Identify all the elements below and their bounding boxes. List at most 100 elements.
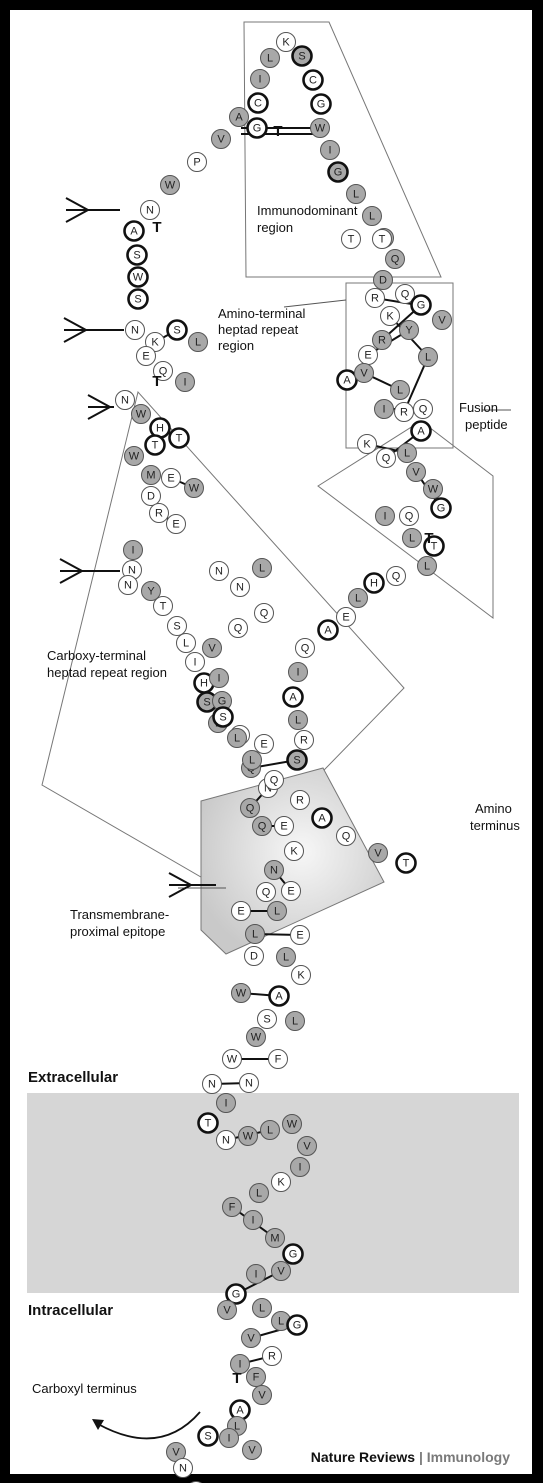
- amino-acid-residue: S: [288, 751, 307, 770]
- amino-acid-residue: R: [291, 791, 310, 810]
- amino-acid-residue: L: [246, 925, 265, 944]
- amino-acid-residue: R: [373, 331, 392, 350]
- residue-letter: Q: [419, 404, 428, 416]
- residue-letter: R: [400, 407, 408, 419]
- amino-acid-residue: G: [412, 296, 431, 315]
- residue-letter: V: [217, 134, 225, 146]
- amino-acid-residue: L: [177, 634, 196, 653]
- residue-letter: V: [412, 467, 420, 479]
- amino-acid-residue: C: [304, 71, 323, 90]
- amino-acid-residue: I: [124, 541, 143, 560]
- amino-acid-residue: G: [288, 1316, 307, 1335]
- amino-acid-residue: T: [342, 230, 361, 249]
- residue-letter: W: [165, 180, 176, 192]
- amino-acid-residue: A: [270, 987, 289, 1006]
- amino-acid-residue: L: [363, 207, 382, 226]
- residue-letter: C: [309, 75, 317, 87]
- residue-letter: Q: [234, 623, 243, 635]
- residue-letter: V: [258, 1390, 266, 1402]
- amino-acid-residue: K: [285, 842, 304, 861]
- residue-letter: S: [133, 250, 140, 262]
- amino-acid-residue: K: [381, 307, 400, 326]
- amino-acid-residue: Q: [386, 250, 405, 269]
- amino-acid-residue: S: [199, 1427, 218, 1446]
- amino-acid-residue: E: [232, 902, 251, 921]
- amino-acid-residue: Q: [229, 619, 248, 638]
- amino-acid-residue: V: [433, 311, 452, 330]
- residue-letter: H: [200, 678, 208, 690]
- t-marker: T: [152, 219, 161, 236]
- t-marker: T: [232, 1370, 241, 1387]
- residue-letter: L: [424, 561, 430, 573]
- amino-acid-residue: L: [189, 333, 208, 352]
- amino-acid-residue: V: [253, 1386, 272, 1405]
- arrow-head-icon: [92, 1419, 104, 1430]
- amino-acid-residue: Q: [255, 604, 274, 623]
- amino-acid-residue: C: [249, 94, 268, 113]
- carboxyl-terminus-arrow: [98, 1412, 200, 1438]
- amino-acid-residue: Q: [296, 639, 315, 658]
- amino-acid-residue: T: [397, 854, 416, 873]
- amino-acid-residue: Q: [257, 883, 276, 902]
- residue-letter: K: [290, 846, 298, 858]
- amino-acid-residue: S: [129, 290, 148, 309]
- residue-letter: I: [224, 1098, 227, 1110]
- amino-acid-residue: W: [132, 405, 151, 424]
- residue-letter: Q: [392, 571, 401, 583]
- residue-letter: E: [342, 612, 349, 624]
- residue-letter: V: [223, 1305, 231, 1317]
- residue-letter: L: [267, 1125, 273, 1137]
- amino-acid-residue: G: [248, 119, 267, 138]
- amino-acid-residue: G: [284, 1245, 303, 1264]
- residue-letter: I: [298, 1162, 301, 1174]
- residue-letter: L: [355, 593, 361, 605]
- amino-acid-residue: N: [203, 1075, 222, 1094]
- amino-acid-residue: S: [168, 321, 187, 340]
- residue-letter: L: [267, 53, 273, 65]
- residue-letter: Q: [391, 254, 400, 266]
- t-marker: T: [152, 373, 161, 390]
- residue-letter: S: [134, 294, 141, 306]
- amino-acid-residue: F: [269, 1050, 288, 1069]
- glycan-arrow-icon: [88, 395, 114, 419]
- residue-letter: K: [277, 1177, 285, 1189]
- amino-acid-residue: S: [293, 47, 312, 66]
- residue-letter: V: [374, 848, 382, 860]
- amino-acid-residue: D: [142, 487, 161, 506]
- amino-acid-residue: G: [329, 163, 348, 182]
- amino-acid-residue: A: [125, 222, 144, 241]
- amino-acid-residue: N: [240, 1074, 259, 1093]
- residue-letter: A: [417, 426, 425, 438]
- journal-credit: Nature Reviews | Immunology: [311, 1449, 510, 1465]
- residue-letter: G: [232, 1289, 241, 1301]
- residue-letter: W: [136, 409, 147, 421]
- residue-letter: W: [428, 484, 439, 496]
- residue-letter: F: [253, 1372, 260, 1384]
- residue-letter: L: [283, 952, 289, 964]
- residue-letter: Q: [342, 831, 351, 843]
- residue-letter: S: [173, 325, 180, 337]
- residue-letter: R: [268, 1351, 276, 1363]
- amino-acid-residue: W: [232, 984, 251, 1003]
- residue-letter: I: [183, 377, 186, 389]
- amino-acid-residue: L: [261, 1121, 280, 1140]
- residue-letter: V: [248, 1445, 256, 1457]
- amino-acid-residue: I: [291, 1158, 310, 1177]
- residue-letter: W: [129, 451, 140, 463]
- amino-acid-residue: W: [247, 1028, 266, 1047]
- residue-letter: N: [215, 566, 223, 578]
- amino-acid-residue: L: [253, 1299, 272, 1318]
- residue-letter: I: [193, 657, 196, 669]
- amino-acid-residue: Q: [337, 827, 356, 846]
- residue-letter: N: [124, 580, 132, 592]
- residue-letter: A: [324, 625, 332, 637]
- immunodominant-region-label: Immunodominant region: [257, 203, 361, 235]
- residue-letter: L: [252, 929, 258, 941]
- amino-acid-residue: E: [162, 469, 181, 488]
- residue-letter: L: [369, 211, 375, 223]
- residue-letter: S: [298, 51, 305, 63]
- residue-letter: F: [275, 1054, 282, 1066]
- residue-letter: L: [425, 352, 431, 364]
- residue-letter: G: [317, 99, 326, 111]
- amino-acid-residue: I: [176, 373, 195, 392]
